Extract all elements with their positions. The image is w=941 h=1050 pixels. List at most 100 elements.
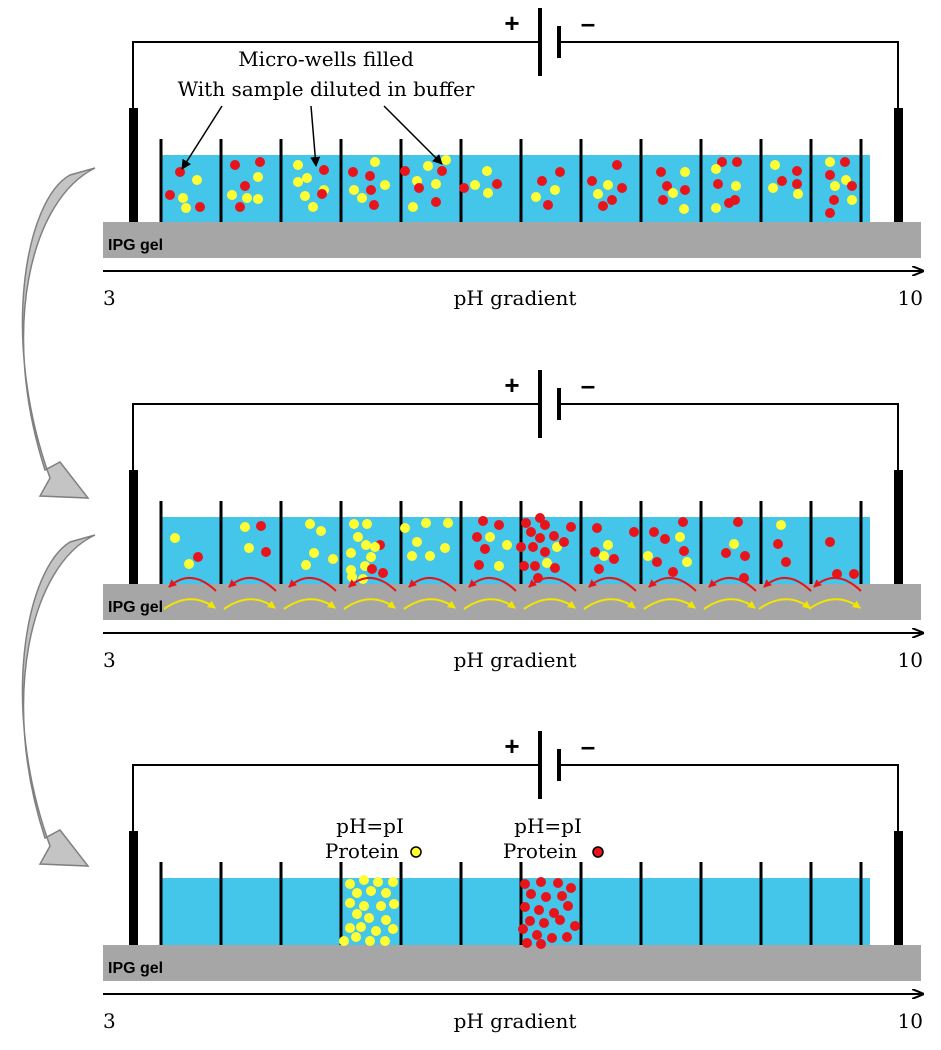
yellow-protein-dot	[364, 913, 374, 923]
red-protein-dot	[431, 197, 441, 207]
red-protein-dot	[679, 546, 689, 556]
red-protein-dot	[534, 905, 544, 915]
red-protein-dot	[562, 932, 572, 942]
red-protein-dot	[825, 208, 835, 218]
red-protein-dot	[369, 200, 379, 210]
annotation-line-1: Micro-wells filled	[238, 47, 414, 71]
red-migration-arrow	[648, 577, 697, 592]
buffer-solution	[161, 155, 870, 222]
yellow-migration-arrow	[223, 598, 276, 610]
red-protein-dot	[528, 542, 538, 552]
yellow-migration-arrow	[808, 598, 861, 610]
red-protein-dot	[240, 181, 250, 191]
yellow-protein-dot	[293, 177, 303, 187]
yellow-protein-dot	[359, 901, 369, 911]
yellow-protein-dot	[412, 537, 422, 547]
red-migration-arrow	[168, 577, 217, 592]
red-protein-dot	[555, 915, 565, 925]
red-protein-dot	[660, 534, 670, 544]
red-protein-dot	[530, 561, 540, 571]
red-protein-dot	[609, 554, 619, 564]
yellow-protein-dot	[300, 191, 310, 201]
yellow-protein-dot	[356, 922, 366, 932]
wire-right	[559, 41, 899, 108]
yellow-protein-dot	[603, 180, 613, 190]
red-protein-dot	[592, 523, 602, 533]
yellow-protein-dot	[599, 551, 609, 561]
red-protein-dot	[536, 877, 546, 887]
yellow-protein-dot	[380, 180, 390, 190]
yellow-protein-dot	[345, 879, 355, 889]
wire-left	[132, 41, 540, 108]
wire-left	[132, 764, 540, 831]
yellow-protein-dot	[825, 157, 835, 167]
red-migration-arrow	[348, 577, 397, 592]
yellow-protein-dot	[381, 888, 391, 898]
red-protein-dot	[414, 183, 424, 193]
yellow-protein-dot	[346, 548, 356, 558]
red-protein-dot	[829, 195, 839, 205]
red-protein-dot	[535, 513, 545, 523]
red-protein-dot	[781, 557, 791, 567]
ipg-gel-strip	[103, 945, 921, 981]
ph-axis-end: 10	[898, 286, 923, 310]
red-protein-dot	[317, 189, 327, 199]
red-protein-dot	[472, 532, 482, 542]
red-protein-dot	[400, 166, 410, 176]
red-migration-arrow	[813, 577, 862, 592]
ph-axis-start: 3	[103, 648, 116, 672]
yellow-protein-dot	[440, 543, 450, 553]
red-protein-dot	[526, 527, 536, 537]
yellow-protein-dot	[729, 539, 739, 549]
red-protein-dot	[792, 166, 802, 176]
red-protein-dot	[555, 167, 565, 177]
yellow-protein-dot	[352, 909, 362, 919]
red-protein-dot	[607, 195, 617, 205]
yellow-migration-arrow	[163, 598, 216, 610]
yellow-protein-dot	[352, 888, 362, 898]
annotation-pointer-1	[181, 105, 223, 170]
yellow-protein-dot	[184, 559, 194, 569]
yellow-protein-dot	[192, 175, 202, 185]
red-migration-arrow	[408, 577, 457, 592]
yellow-protein-dot	[431, 179, 441, 189]
red-protein-dot	[175, 167, 185, 177]
red-protein-dot	[516, 542, 526, 552]
red-protein-dot	[549, 531, 559, 541]
yellow-protein-dot	[711, 164, 721, 174]
red-protein-dot	[649, 527, 659, 537]
red-protein-dot	[319, 165, 329, 175]
yellow-protein-dot	[373, 877, 383, 887]
yellow-protein-dot	[389, 899, 399, 909]
yellow-migration-arrow	[343, 598, 396, 610]
battery-minus-sign: –	[581, 731, 595, 761]
yellow-protein-dot	[353, 532, 363, 542]
red-protein-dot	[680, 185, 690, 195]
red-protein-dot	[543, 200, 553, 210]
yellow-pi-label-line-1: pH=pI	[336, 814, 404, 838]
yellow-protein-dot	[423, 161, 433, 171]
yellow-protein-dot	[370, 157, 380, 167]
red-protein-dot	[553, 878, 563, 888]
red-migration-arrow	[468, 577, 517, 592]
yellow-protein-dot	[351, 932, 361, 942]
ph-axis-label: pH gradient	[454, 648, 577, 672]
yellow-protein-dot	[441, 155, 451, 165]
annotation-pointer-2	[310, 105, 321, 167]
annotation-line-2: With sample diluted in buffer	[178, 77, 475, 101]
red-protein-dot	[566, 522, 576, 532]
yellow-protein-dot	[679, 204, 689, 214]
yellow-protein-dot	[485, 532, 495, 542]
red-protein-dot	[550, 563, 560, 573]
red-protein-dot	[777, 176, 787, 186]
red-protein-dot	[717, 157, 727, 167]
red-protein-dot	[492, 179, 502, 189]
yellow-protein-dot	[407, 551, 417, 561]
red-protein-dot	[366, 185, 376, 195]
ipg-gel-label: IPG gel	[108, 599, 163, 616]
red-protein-dot	[590, 547, 600, 557]
yellow-migration-arrow	[523, 598, 576, 610]
